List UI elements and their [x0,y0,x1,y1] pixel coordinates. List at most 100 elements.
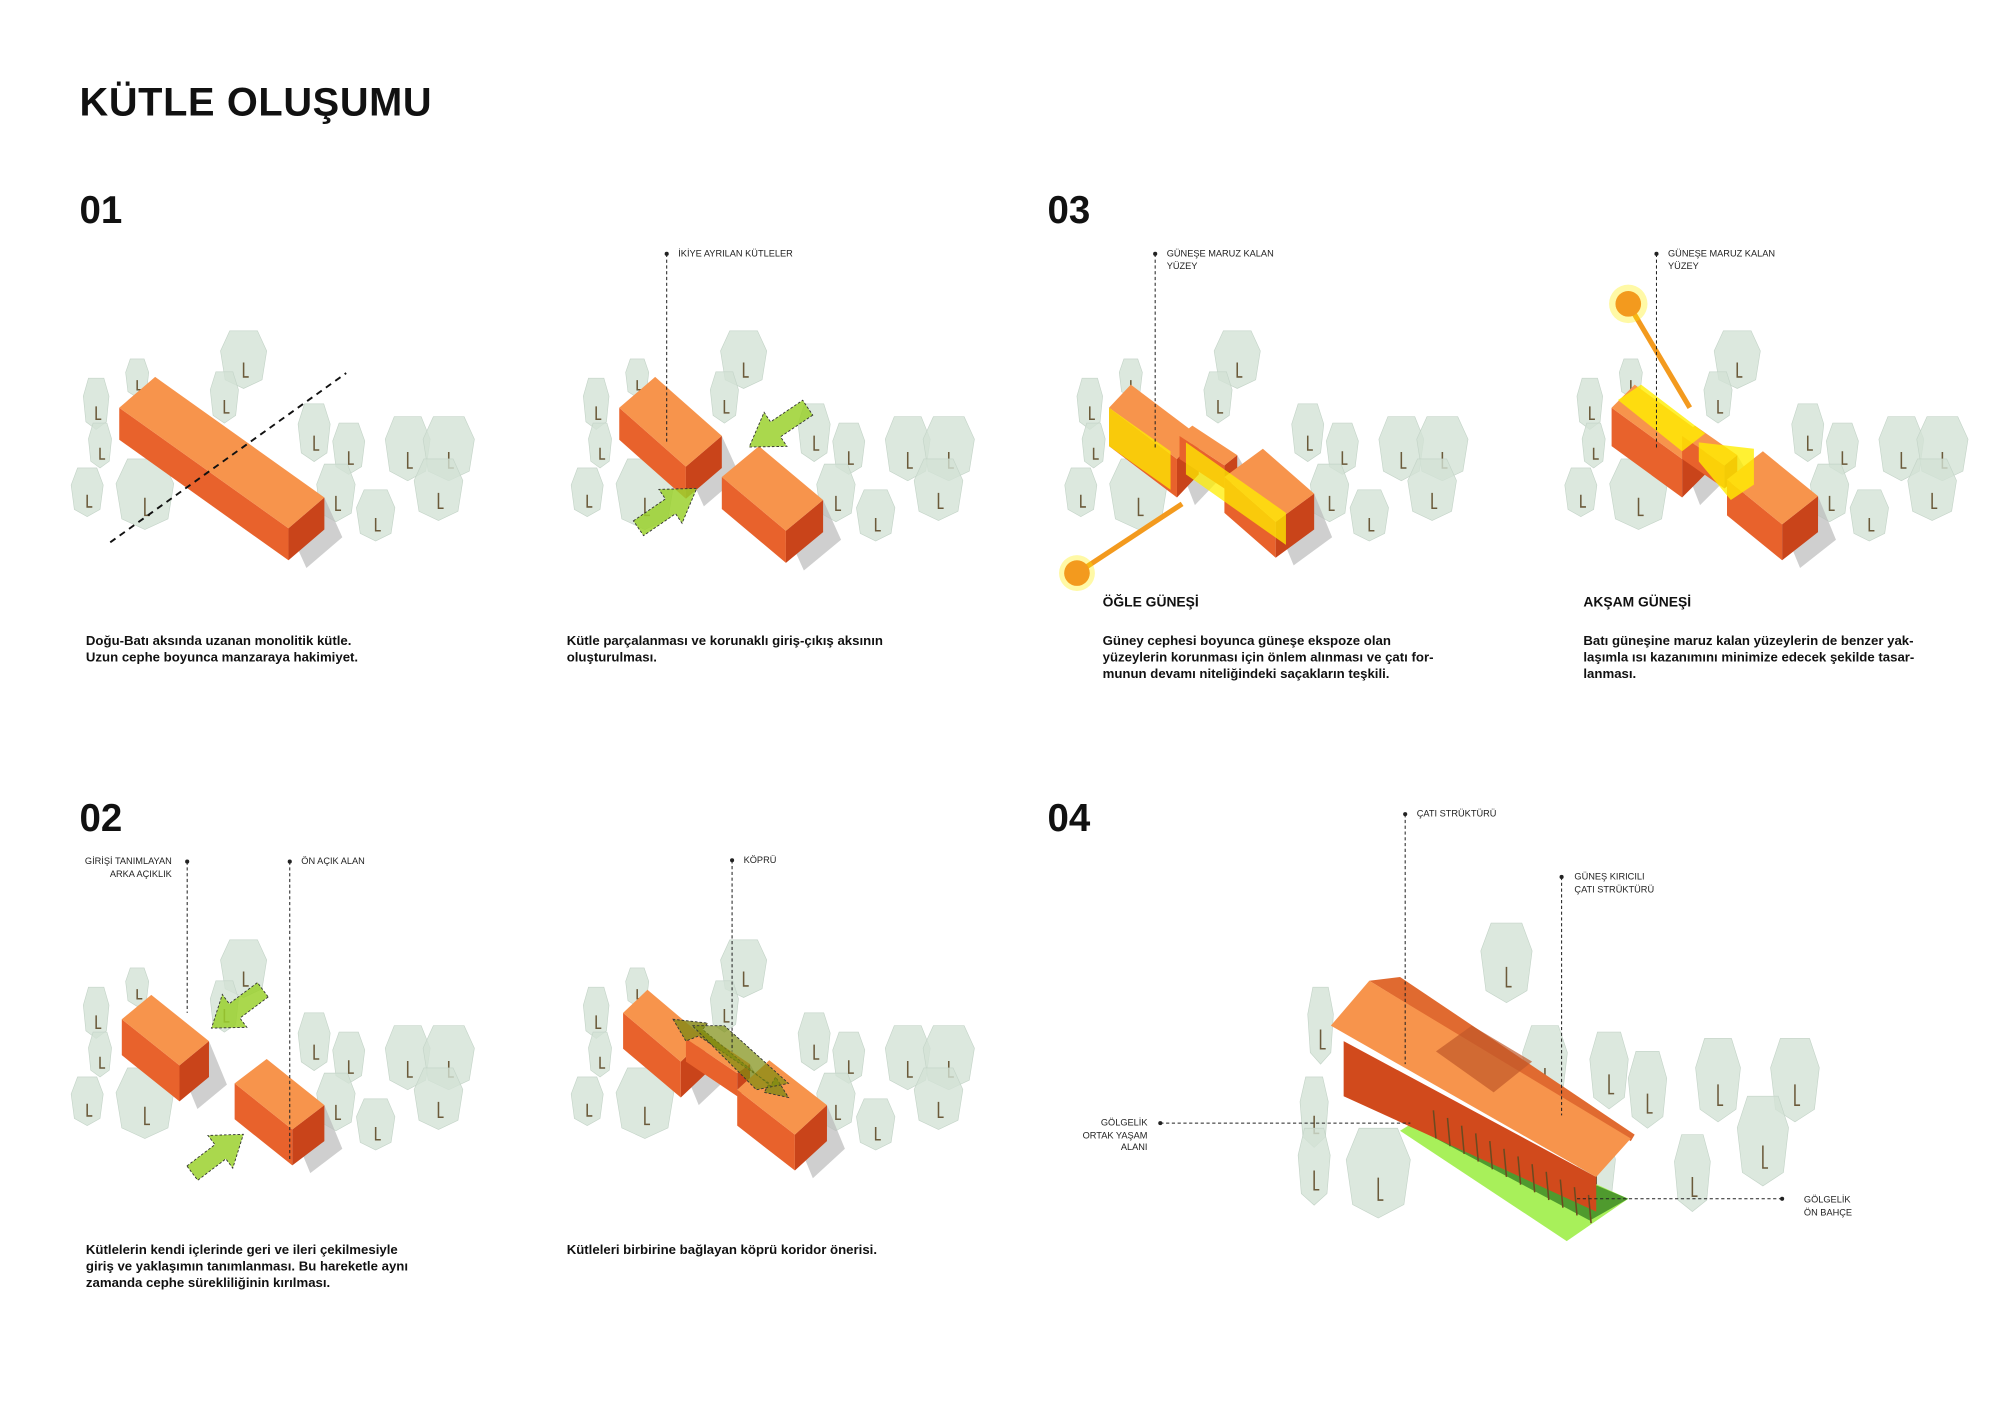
tree-trunk [586,494,593,508]
tree-trunk [406,451,413,469]
tree-icon [570,467,604,518]
tree-trunk [1806,435,1813,451]
tree-trunk [347,1060,354,1074]
tree-icon [88,1031,112,1078]
label-line: GÜNEŞ KIRICILI [1574,870,1645,883]
caption-setback: Kütlelerin kendi içlerinde geri ve ileri… [86,1242,408,1292]
caption-line: zamanda cephe sürekliliğinin kırılması. [85,1276,331,1292]
tree-icon [570,1076,604,1127]
label-line: YÜZEY [1668,259,1699,272]
label-line: ÖN BAHÇE [1803,1205,1853,1218]
tree-trunk [595,1015,602,1030]
structure-column [1474,1133,1480,1162]
tree-trunk [1794,1084,1801,1106]
section-number-04: 04 [1047,797,1091,840]
tree-icon [1770,1038,1820,1123]
caption-monolithic-mass: Doğu-Batı aksında uzanan monolitik kütle… [86,633,358,666]
tree-icon [583,986,610,1039]
label-sunshade-roof-structure: GÜNEŞ KIRICILI ÇATI STRÜKTÜRÜ [1574,871,1654,895]
tree-icon [1203,371,1233,424]
tree-trunk [644,1106,651,1126]
tree-icon [1291,403,1325,462]
tree-icon [356,1098,396,1151]
tree-trunk [874,517,881,532]
mass-end-face [794,1105,827,1171]
tree-icon [1695,1038,1741,1123]
tree-trunk [742,971,749,987]
caption-line: Doğu-Batı aksında uzanan monolitik kütle… [85,634,352,649]
mass-top-face [119,376,325,529]
mass-end-face [685,435,722,499]
tree-trunk [847,1060,854,1074]
tree-trunk [313,435,320,451]
label-line: GÖLGELİK [1100,1116,1148,1129]
tree-icon [1826,422,1859,475]
tree-icon [1849,489,1889,542]
mass-side-face [1726,479,1783,561]
tree-trunk [1217,400,1224,414]
caption-line: Güney cephesi boyunca güneşe ekspoze ola… [1102,634,1391,649]
label-roof-structure: ÇATI STRÜKTÜRÜ [1416,807,1497,820]
page-title: KÜTLE OLUŞUMU [79,79,433,125]
tree-trunk [1505,966,1512,988]
tree-icon [832,1031,866,1084]
tree-trunk [374,1126,381,1141]
tree-trunk [1717,1084,1724,1106]
mass-top-face [623,989,706,1062]
tree-icon [856,1098,896,1151]
tree-icon [583,377,610,430]
mass-side-face [1611,407,1683,498]
structure-column [1559,1179,1564,1208]
tree-trunk [242,971,249,987]
tree-trunk [99,447,106,460]
label-line: GÜNEŞE MARUZ KALAN [1668,247,1776,259]
tree-icon [709,980,739,1033]
sun-exposed-surface [1618,384,1706,452]
tree-icon [1480,922,1533,1003]
tree-trunk [95,1015,102,1030]
mass-top-face [121,994,209,1066]
tree-trunk [586,1103,593,1117]
tree-trunk [136,989,143,1000]
mass-top-face [721,446,824,531]
tree-trunk [1377,1177,1384,1201]
label-line: ARKA AÇIKLIK [109,867,172,879]
tree-icon [832,422,866,475]
mass-top-face [234,1059,325,1130]
tree-icon [356,489,396,542]
tree-trunk [1431,492,1438,509]
leader-dot [1654,251,1659,256]
tree-icon [1703,371,1733,424]
tree-trunk [1868,517,1875,532]
structure-column [1503,1148,1508,1178]
sun-exposed-surface [1109,407,1171,490]
structure-column [1587,1194,1592,1224]
tree-trunk [1762,1145,1769,1169]
sun-ray [1626,302,1693,410]
caption-line: Kütlelerin kendi içlerinde geri ve ileri… [85,1243,398,1258]
tree-trunk [937,1101,944,1118]
sun-icon [1615,291,1642,317]
sun-exposed-surface [1185,442,1286,545]
tree-trunk [95,406,102,421]
tree-trunk [223,400,230,414]
tree-trunk [347,451,354,465]
tree-icon [1326,422,1359,475]
tree-trunk [1931,492,1938,509]
tree-trunk [1646,1093,1653,1114]
tree-icon [413,1067,464,1130]
caption-line: oluşturulması. [566,651,657,666]
sun-exposed-surface [1698,442,1754,501]
tree-trunk [1319,1029,1326,1050]
tree-trunk [99,1056,106,1069]
tree-trunk [1580,494,1586,508]
label-shaded-common-area: GÖLGELİK ORTAK YAŞAM ALANI [1051,1116,1148,1154]
tree-trunk [1080,494,1086,508]
structure-column [1446,1117,1451,1147]
tree-trunk [742,362,749,378]
tree-trunk [595,406,602,421]
sun-icon [1064,560,1090,586]
section-number-01: 01 [79,189,123,233]
